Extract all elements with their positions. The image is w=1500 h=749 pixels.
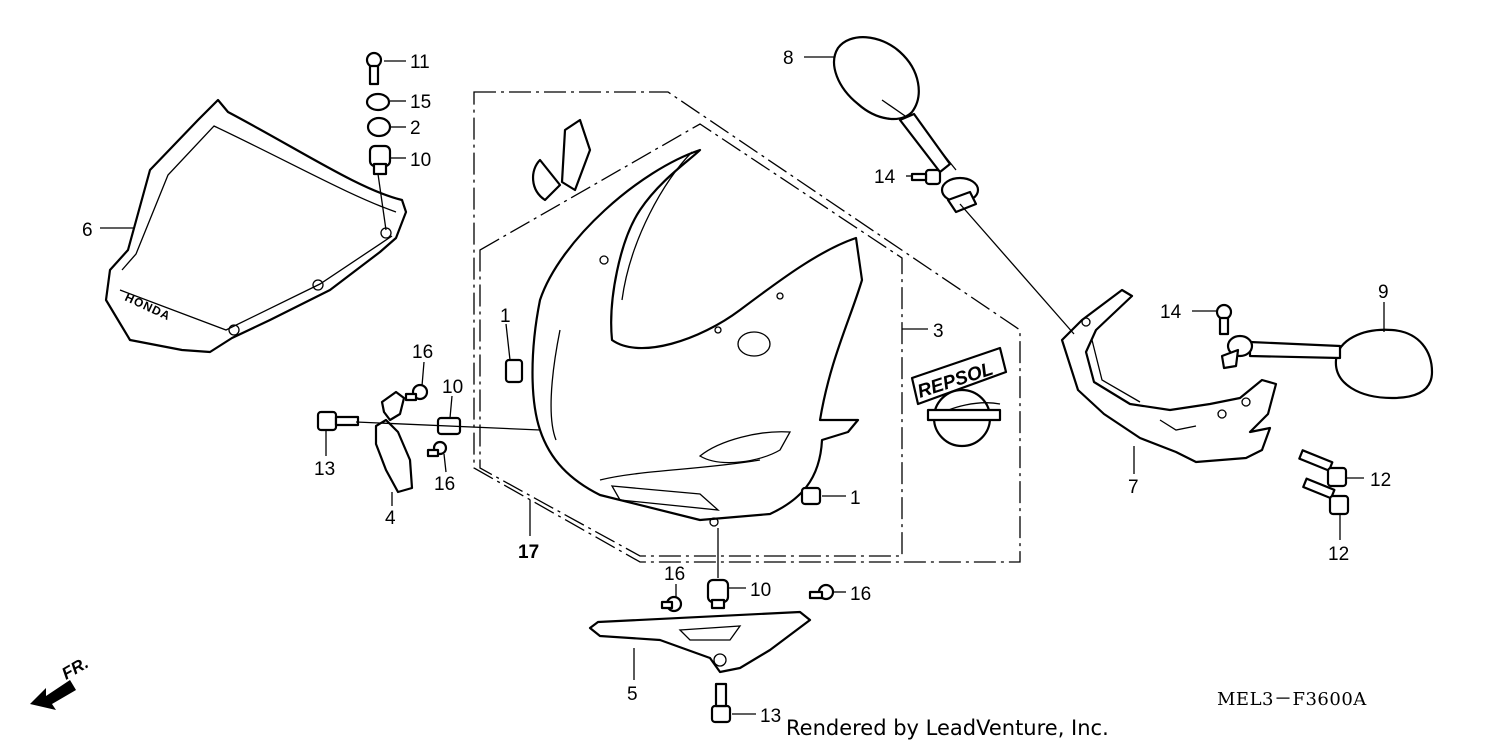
connector-mirror-stay (959, 203, 1075, 335)
grommet-1-right[interactable] (800, 486, 822, 506)
callout-10-top: 10 (410, 150, 431, 171)
callout-12-upper: 12 (1370, 470, 1391, 491)
screw-16-c[interactable] (660, 595, 683, 613)
callout-13-bottom: 13 (760, 706, 781, 727)
screw-16-a[interactable] (404, 383, 429, 402)
callout-14-upper: 14 (874, 167, 896, 188)
callout-17: 17 (518, 542, 539, 563)
callout-14-right: 14 (1160, 302, 1182, 323)
assembly-outline-17 (479, 123, 903, 557)
callout-1-left: 1 (500, 306, 511, 327)
nut-2[interactable] (366, 116, 392, 138)
bolt-14-right[interactable] (1215, 303, 1233, 336)
callout-2: 2 (410, 118, 421, 139)
callout-5: 5 (627, 684, 638, 705)
front-direction-label: FR. (59, 653, 92, 683)
callout-8: 8 (783, 48, 794, 69)
callout-11: 11 (410, 52, 430, 73)
callout-12-lower: 12 (1328, 544, 1349, 565)
mirror-9[interactable] (1220, 328, 1434, 400)
cowl-stay-7[interactable] (1060, 288, 1278, 464)
grommet-1-left[interactable] (504, 358, 524, 384)
callout-15: 15 (410, 92, 431, 113)
windscreen[interactable] (104, 98, 408, 354)
callout-6: 6 (82, 220, 93, 241)
repsol-emblem (926, 388, 1002, 448)
front-arrow-icon (30, 680, 76, 710)
callout-9: 9 (1378, 282, 1389, 303)
washer-15[interactable] (365, 92, 391, 112)
screw-16-d[interactable] (808, 583, 835, 601)
well-nut-10-bottom[interactable] (706, 578, 730, 610)
leader-16-b (443, 453, 447, 473)
leader-16-a (421, 361, 425, 387)
diagram-code: MEL3－F3600A (1217, 689, 1367, 710)
bolt-14-upper[interactable] (910, 168, 942, 186)
connector-cover-side (355, 421, 541, 431)
leader-10-left (449, 395, 453, 419)
callout-10-bottom: 10 (750, 580, 771, 601)
footer-credit: Rendered by LeadVenture, Inc. (786, 716, 1109, 740)
callout-16-b: 16 (434, 474, 455, 495)
callout-16-c: 16 (664, 564, 685, 585)
bolt-13-left[interactable] (316, 410, 360, 432)
callout-13-left: 13 (314, 459, 335, 480)
callout-16-a: 16 (412, 342, 433, 363)
mirror-8[interactable] (833, 36, 980, 214)
bolt-12-upper[interactable] (1298, 449, 1348, 488)
screw-16-b[interactable] (426, 440, 448, 458)
callout-3: 3 (933, 321, 944, 342)
assembly-outline-3 (473, 91, 1021, 563)
leader-1-left (505, 323, 511, 361)
callout-7: 7 (1128, 477, 1139, 498)
callout-16-d: 16 (850, 584, 871, 605)
well-nut-10-top[interactable] (368, 144, 392, 176)
side-inner-cover-4[interactable] (374, 390, 414, 494)
upper-cowl[interactable] (531, 148, 864, 527)
screw-11[interactable] (365, 51, 383, 86)
bolt-13-bottom[interactable] (710, 682, 732, 724)
connector-top (377, 173, 387, 231)
callout-1-right: 1 (850, 488, 861, 509)
bolt-12-lower[interactable] (1302, 477, 1350, 516)
repsol-decal (910, 346, 1008, 406)
lower-cover-5[interactable] (588, 610, 812, 674)
cowl-emblem (532, 118, 592, 202)
callout-10-left: 10 (442, 377, 463, 398)
callout-4: 4 (385, 508, 396, 529)
